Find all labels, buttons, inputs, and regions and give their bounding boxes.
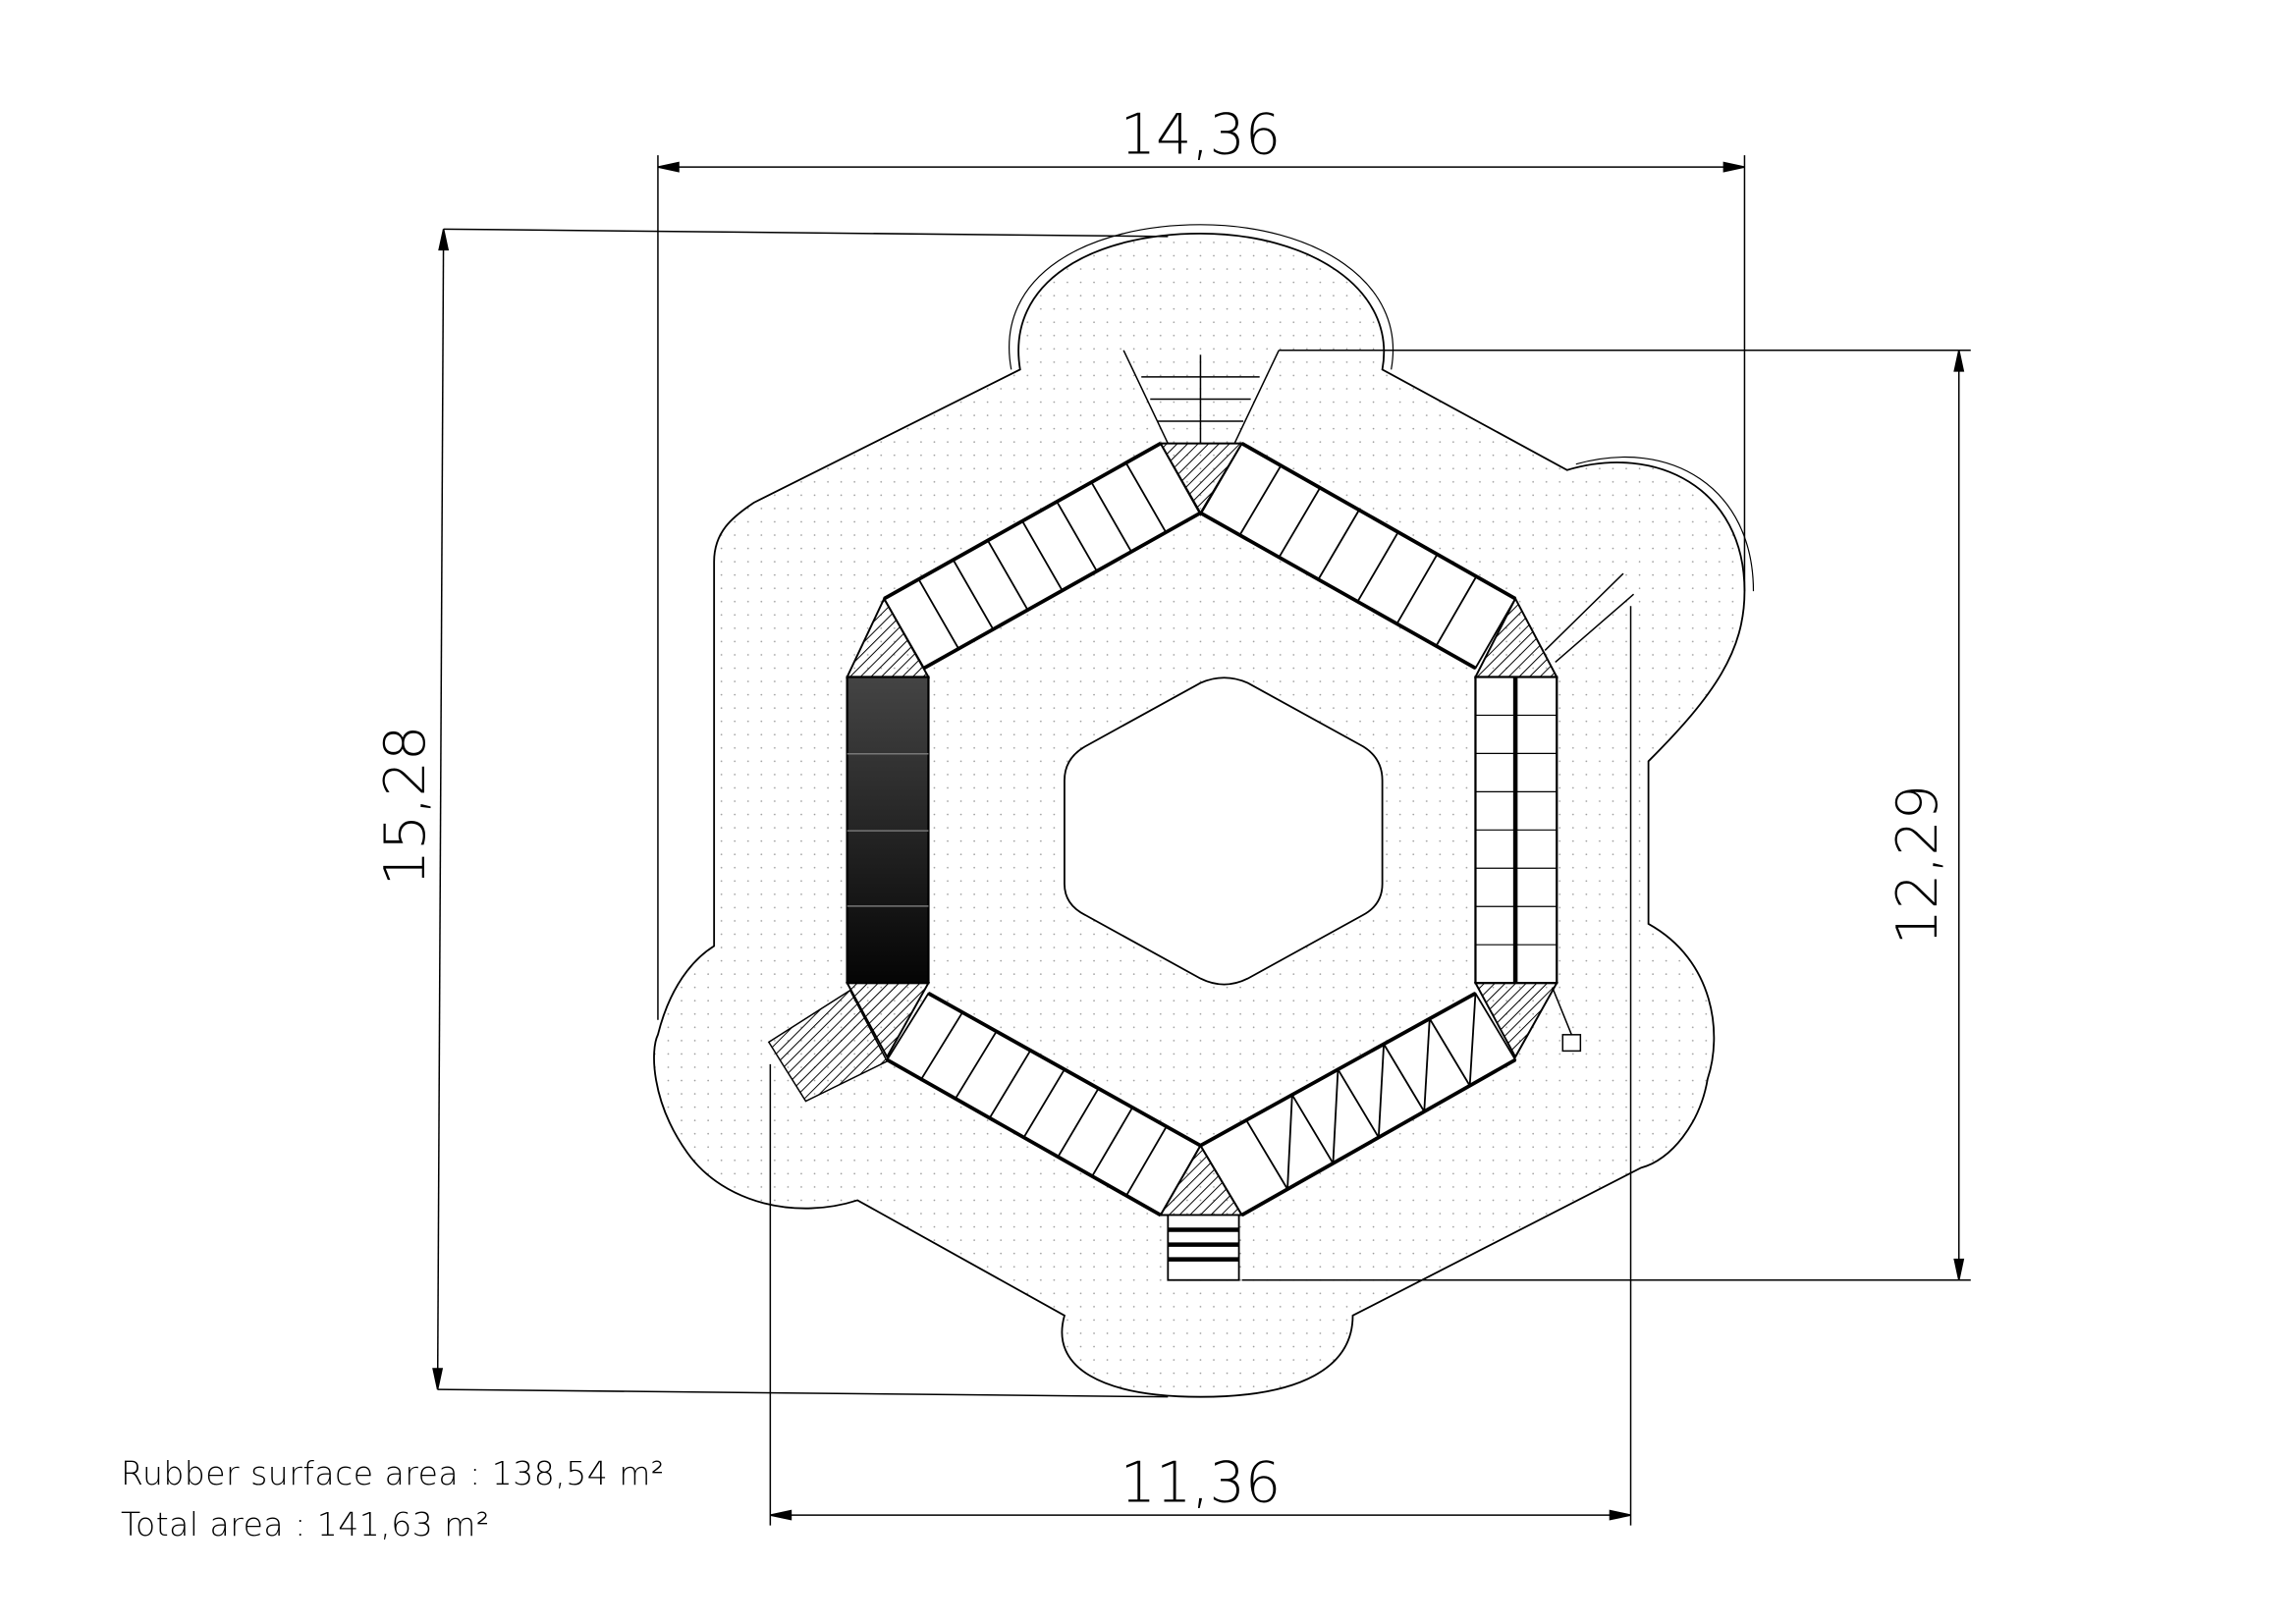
dimension-right <box>1241 350 1971 1281</box>
bridge-rung <box>1125 1125 1168 1197</box>
dimension-left-label: 15,28 <box>373 726 438 887</box>
bridges <box>883 441 1517 1217</box>
bridge-rung <box>1245 1119 1288 1190</box>
net-panel-right <box>1474 676 1558 985</box>
tunnel-panel-left <box>846 676 930 985</box>
poles-right <box>1544 572 1635 664</box>
bridge-rung <box>955 1030 998 1100</box>
bridge-rung <box>1057 1088 1100 1158</box>
tower-top <box>1159 442 1244 516</box>
bridge-rung <box>1429 1018 1471 1087</box>
bridge-rung <box>1021 520 1064 591</box>
bridge-rung <box>987 539 1029 611</box>
bridge-rung <box>988 1050 1032 1119</box>
bridge-rung <box>1022 1068 1066 1138</box>
bridge-rung <box>1091 1107 1133 1177</box>
bridge-rung <box>1056 501 1098 572</box>
bridge-rung <box>1435 575 1478 647</box>
steps-bottom <box>1167 1214 1240 1281</box>
bridge-rail <box>1199 511 1477 671</box>
bridge-rung <box>1356 531 1399 603</box>
bridge-rung <box>1090 481 1132 553</box>
tower-upper-right <box>1473 596 1558 678</box>
bridge-rung <box>917 578 959 650</box>
central-hole <box>1064 676 1384 986</box>
bridge-rail <box>1240 442 1517 601</box>
bridge-brace <box>1423 1018 1431 1112</box>
bridge-brace <box>1377 1044 1386 1138</box>
rubber-surface-area-note: Rubber surface area : 138,54 m² <box>121 1454 665 1492</box>
bridge-rung <box>1291 1094 1335 1164</box>
bridge-brace <box>1468 993 1477 1086</box>
bridge-brace <box>1332 1069 1339 1163</box>
bridge-lower-left <box>886 992 1202 1217</box>
slide <box>767 989 889 1103</box>
bridge-rung <box>1124 461 1168 533</box>
climbing-net-top <box>1122 350 1280 444</box>
dimension-bottom-label: 11,36 <box>1121 1451 1282 1516</box>
total-area-note: Total area : 141,63 m² <box>121 1505 490 1543</box>
dimension-right-label: 12,29 <box>1886 784 1950 946</box>
bridge-upper-right <box>1199 442 1517 671</box>
bridge-rung <box>1238 464 1283 536</box>
dimension-top <box>657 155 1746 1020</box>
bridge-rung <box>1317 509 1360 580</box>
bridge-rail <box>927 992 1202 1148</box>
bridge-rung <box>1337 1068 1380 1138</box>
bridge-rung <box>1383 1043 1426 1112</box>
tower-lower-right <box>1473 982 1558 1059</box>
dimension-left <box>432 228 1169 1398</box>
hanging-item <box>1552 987 1582 1053</box>
bridge-rung <box>1395 554 1439 624</box>
dimension-bottom <box>769 606 1632 1526</box>
bridge-rung <box>952 559 995 630</box>
tower-lower-left <box>845 982 931 1059</box>
bridge-rung <box>920 1011 963 1080</box>
bridge-rung <box>1278 487 1321 559</box>
rubber-surface-outer-edge <box>1009 224 1755 592</box>
tower-upper-left <box>846 596 931 678</box>
dimension-top-label: 14,36 <box>1121 103 1282 168</box>
bridge-brace <box>1286 1095 1293 1190</box>
towers <box>845 442 1558 1217</box>
